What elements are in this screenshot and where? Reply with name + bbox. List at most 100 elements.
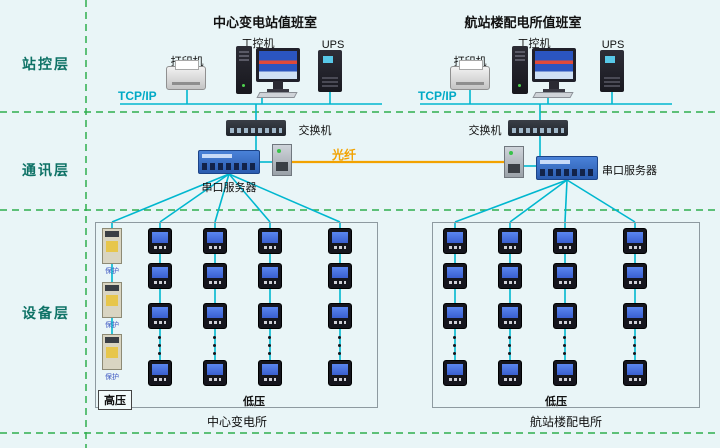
power-meter-icon (623, 228, 647, 254)
ellipsis-dot (213, 336, 216, 339)
power-meter-icon (498, 228, 522, 254)
power-meter-icon (443, 303, 467, 329)
protection-relay-label: 保护 (105, 374, 119, 381)
power-meter-icon (443, 360, 467, 386)
ellipsis-dot (563, 352, 566, 355)
power-meter-icon (203, 228, 227, 254)
high-voltage-label: 高压 (98, 390, 132, 410)
ellipsis-dot (508, 336, 511, 339)
left-fiber-converter-icon (272, 144, 292, 176)
power-meter-icon (498, 360, 522, 386)
ellipsis-dot (213, 344, 216, 347)
power-meter-icon (203, 360, 227, 386)
ellipsis-dot (508, 352, 511, 355)
left-switch-label: 交换机 (298, 125, 332, 137)
layer-label-equipment: 设备层 (22, 305, 70, 321)
power-meter-icon (553, 360, 577, 386)
right-serial-server-label: 串口服务器 (602, 165, 657, 177)
power-meter-icon (623, 360, 647, 386)
power-meter-icon (203, 263, 227, 289)
layer-label-communication: 通讯层 (22, 162, 70, 178)
power-meter-icon (203, 303, 227, 329)
left-tcpip-label: TCP/IP (118, 89, 157, 103)
right-printer-icon (450, 60, 490, 90)
ellipsis-dot (453, 336, 456, 339)
ellipsis-dot (158, 344, 161, 347)
protection-relay-label: 保护 (105, 322, 119, 329)
ellipsis-dot (268, 336, 271, 339)
power-meter-icon (623, 263, 647, 289)
right-switch-label: 交换机 (468, 125, 502, 137)
left-switch-icon (226, 120, 286, 136)
ellipsis-dot (453, 352, 456, 355)
ellipsis-dot (633, 336, 636, 339)
protection-relay-icon (102, 228, 122, 264)
protection-relay-icon (102, 282, 122, 318)
ellipsis-dot (158, 352, 161, 355)
right-switch-icon (508, 120, 568, 136)
right-tcpip-label: TCP/IP (418, 89, 457, 103)
power-meter-icon (553, 303, 577, 329)
right-pc-tower-icon (512, 46, 528, 94)
ellipsis-dot (338, 352, 341, 355)
right-serial-server-icon (536, 156, 598, 180)
left-printer-icon (166, 60, 206, 90)
power-meter-icon (328, 360, 352, 386)
left-ups-label: UPS (321, 39, 345, 51)
power-meter-icon (443, 228, 467, 254)
power-meter-icon (148, 303, 172, 329)
right-low-voltage-label: 低压 (545, 396, 567, 408)
left-pc-keyboard-icon (256, 92, 298, 98)
right-pc-monitor-icon (532, 48, 576, 92)
power-meter-icon (148, 263, 172, 289)
ellipsis-dot (338, 336, 341, 339)
power-meter-icon (553, 228, 577, 254)
power-meter-icon (258, 228, 282, 254)
power-meter-icon (148, 360, 172, 386)
left-low-voltage-label: 低压 (243, 396, 265, 408)
ellipsis-dot (338, 344, 341, 347)
right-station-caption: 航站楼配电所 (529, 415, 602, 429)
protection-relay-label: 保护 (105, 268, 119, 275)
left-ups-icon (318, 50, 342, 92)
right-equipment-box (432, 222, 700, 408)
power-meter-icon (498, 263, 522, 289)
power-meter-icon (148, 228, 172, 254)
right-fiber-converter-icon (504, 146, 524, 178)
layer-label-station-control: 站控层 (22, 56, 70, 72)
right-ups-icon (600, 50, 624, 92)
ellipsis-dot (508, 344, 511, 347)
power-meter-icon (328, 303, 352, 329)
left-serial-server-label: 串口服务器 (201, 182, 257, 194)
protection-relay-icon (102, 334, 122, 370)
power-meter-icon (258, 263, 282, 289)
ellipsis-dot (453, 344, 456, 347)
right-ups-label: UPS (601, 39, 625, 51)
power-meter-icon (623, 303, 647, 329)
left-pc-monitor-icon (256, 48, 300, 92)
ellipsis-dot (633, 352, 636, 355)
power-meter-icon (258, 360, 282, 386)
ellipsis-dot (563, 344, 566, 347)
ellipsis-dot (633, 344, 636, 347)
power-meter-icon (328, 228, 352, 254)
right-room-title: 航站楼配电所值班室 (464, 15, 582, 30)
power-meter-icon (258, 303, 282, 329)
left-equipment-box (95, 222, 378, 408)
left-room-title: 中心变电站值班室 (212, 15, 317, 30)
fiber-optic-label: 光纤 (332, 148, 357, 162)
ellipsis-dot (213, 352, 216, 355)
left-pc-tower-icon (236, 46, 252, 94)
right-pc-keyboard-icon (532, 92, 574, 98)
left-serial-server-icon (198, 150, 260, 174)
left-station-caption: 中心变电所 (206, 415, 267, 429)
power-meter-icon (443, 263, 467, 289)
ellipsis-dot (268, 352, 271, 355)
power-meter-icon (498, 303, 522, 329)
power-meter-icon (328, 263, 352, 289)
ellipsis-dot (268, 344, 271, 347)
ellipsis-dot (158, 336, 161, 339)
power-meter-icon (553, 263, 577, 289)
